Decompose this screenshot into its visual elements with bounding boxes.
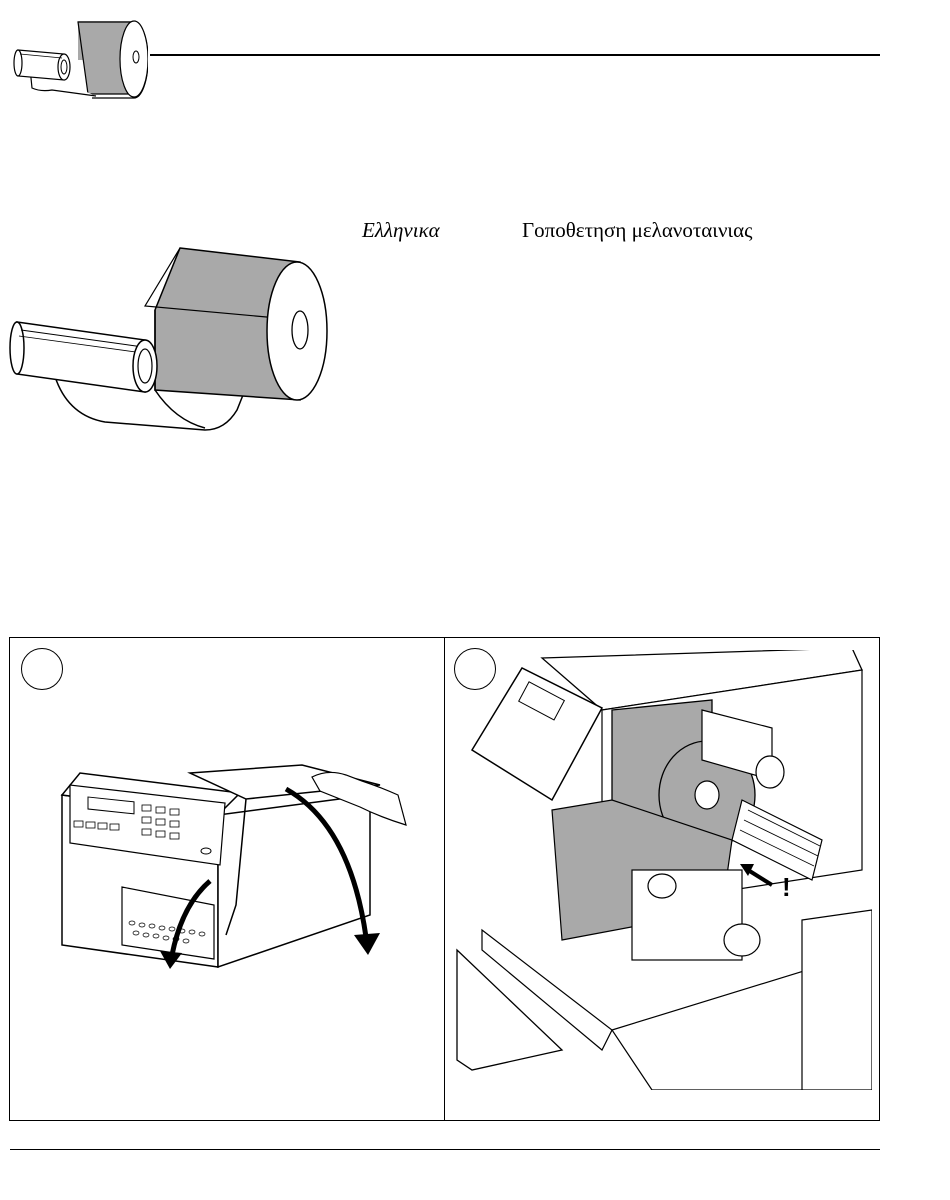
- footer-rule: [10, 1149, 880, 1150]
- ribbon-roll-icon: [12, 8, 148, 100]
- language-label: Ελληνικα: [362, 218, 440, 243]
- step-1-circle: [21, 648, 63, 690]
- header-rule: [150, 54, 880, 56]
- section-title: Γοποθετηση μελανοταινιας: [522, 218, 752, 243]
- panel-divider: [444, 637, 445, 1121]
- printer-cover-open-illustration: [50, 755, 420, 975]
- svg-text:!: !: [782, 872, 791, 902]
- ribbon-roll-illustration: [5, 240, 335, 440]
- ribbon-path-illustration: !: [452, 650, 872, 1090]
